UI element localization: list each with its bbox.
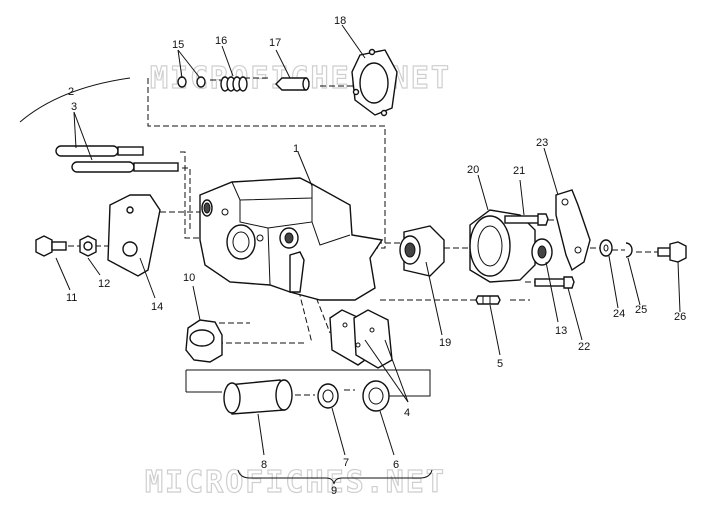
spring-part-16 xyxy=(220,76,248,92)
pin-part-17 xyxy=(275,77,310,91)
screw-part-13 xyxy=(534,276,575,289)
callout-26: 26 xyxy=(674,311,686,323)
callout-labels: 1 2 3 4 5 6 7 8 9 10 11 12 13 14 15 16 1… xyxy=(66,15,686,497)
reference-planes xyxy=(185,369,431,397)
callout-16: 16 xyxy=(215,35,227,47)
screw-part-21 xyxy=(504,213,549,226)
bracket-plate-part-14 xyxy=(107,194,161,277)
pads-part-4 xyxy=(329,309,393,369)
callout-7: 7 xyxy=(343,457,349,469)
callout-12: 12 xyxy=(98,278,110,290)
fitting-part-5 xyxy=(475,295,501,305)
callout-25: 25 xyxy=(635,304,647,316)
callout-5: 5 xyxy=(497,358,503,370)
bolt-part-11 xyxy=(35,235,67,257)
callout-20: 20 xyxy=(467,164,479,176)
callout-3: 3 xyxy=(71,101,77,113)
callout-22: 22 xyxy=(578,341,590,353)
arm-part-23 xyxy=(555,189,591,272)
fitting-part-10 xyxy=(185,319,223,363)
main-body-part-1 xyxy=(199,177,384,301)
watermark-bottom: MICROFICHES.NET xyxy=(145,465,446,500)
pins-part-2-3 xyxy=(55,145,179,173)
callout-2: 2 xyxy=(68,86,74,98)
leader-lines xyxy=(19,24,681,485)
callout-19: 19 xyxy=(439,337,451,349)
callout-15: 15 xyxy=(172,39,184,51)
nut-part-12 xyxy=(79,235,97,257)
housing-part-20 xyxy=(469,209,553,283)
seal-part-7 xyxy=(317,383,339,409)
callout-10: 10 xyxy=(183,272,195,284)
bolt-part-26 xyxy=(657,241,687,263)
callout-17: 17 xyxy=(269,37,281,49)
gasket-part-18 xyxy=(351,48,398,117)
callout-18: 18 xyxy=(334,15,346,27)
callout-24: 24 xyxy=(613,308,625,320)
callout-9: 9 xyxy=(331,485,337,497)
washer-part-24 xyxy=(599,239,613,257)
callout-4: 4 xyxy=(404,407,410,419)
callout-21: 21 xyxy=(513,165,525,177)
callout-6: 6 xyxy=(393,459,399,471)
clip-part-25 xyxy=(625,242,633,258)
callout-14: 14 xyxy=(151,301,163,313)
callout-8: 8 xyxy=(261,459,267,471)
seal-part-6 xyxy=(362,380,390,412)
piston-part-8 xyxy=(223,379,293,415)
callout-23: 23 xyxy=(536,137,548,149)
callout-1: 1 xyxy=(293,143,299,155)
bushing-part-19 xyxy=(399,225,445,277)
callout-13: 13 xyxy=(555,325,567,337)
callout-11: 11 xyxy=(66,292,77,304)
